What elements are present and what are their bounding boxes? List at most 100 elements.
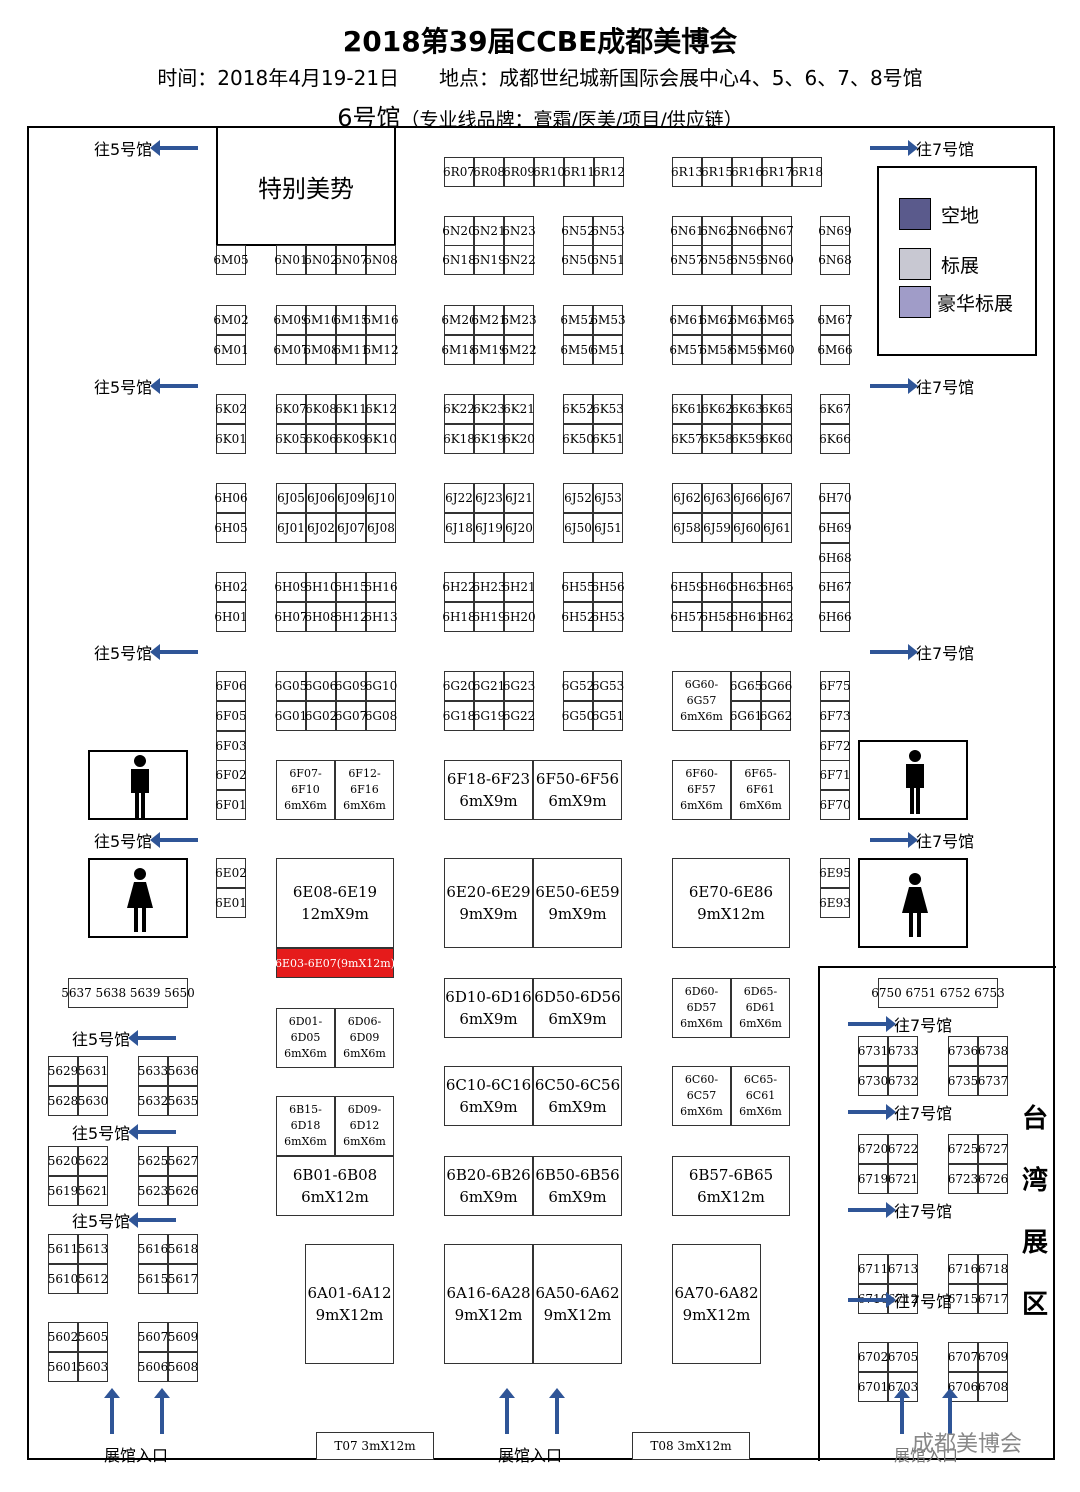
booth[interactable]: 6K19: [473, 424, 505, 454]
booth[interactable]: 6M18: [441, 335, 477, 365]
restroom-women[interactable]: [858, 858, 968, 948]
booth[interactable]: 6M02: [213, 305, 249, 335]
booth[interactable]: 6N23: [502, 216, 536, 246]
booth[interactable]: 6H59: [670, 572, 704, 602]
booth[interactable]: 6G62: [760, 701, 792, 731]
restroom-women[interactable]: [88, 858, 188, 938]
booth[interactable]: 6K10: [365, 424, 397, 454]
booth[interactable]: 6M05: [213, 245, 249, 275]
booth[interactable]: 6G19: [473, 701, 505, 731]
booth-large[interactable]: 6A70-6A82 9mX12m: [672, 1244, 761, 1364]
booth[interactable]: 6G08: [365, 701, 397, 731]
booth[interactable]: 6M61: [669, 305, 705, 335]
booth[interactable]: 6J09: [336, 483, 366, 513]
booth[interactable]: 6N66: [730, 216, 764, 246]
booth[interactable]: 6N52: [561, 216, 595, 246]
booth[interactable]: 6720: [858, 1134, 888, 1164]
booth[interactable]: 6N51: [591, 245, 625, 275]
booth-medium[interactable]: 6F12- 6F16 6mX6m: [335, 760, 394, 820]
booth[interactable]: 6702: [858, 1342, 888, 1372]
booth[interactable]: 6711: [858, 1254, 888, 1284]
booth[interactable]: 6J10: [366, 483, 396, 513]
booth-medium[interactable]: 6D60- 6D57 6mX6m: [672, 978, 731, 1038]
booth[interactable]: 6N60: [760, 245, 794, 275]
nav-to-hall5[interactable]: 往5号馆: [94, 374, 199, 398]
booth-large[interactable]: 6D50-6D56 6mX9m: [533, 978, 622, 1038]
booth[interactable]: 6701: [858, 1372, 888, 1402]
booth[interactable]: 6F02: [215, 760, 247, 790]
booth[interactable]: 6733: [888, 1036, 918, 1066]
booth[interactable]: 6M23: [501, 305, 537, 335]
booth[interactable]: 6N01: [274, 245, 308, 275]
booth[interactable]: 6H68: [818, 543, 852, 573]
booth[interactable]: 6H01: [214, 602, 248, 632]
booth[interactable]: 6H06: [214, 483, 248, 513]
booth[interactable]: 6H13: [364, 602, 398, 632]
booth[interactable]: 5603: [78, 1352, 108, 1382]
booth[interactable]: 6H19: [472, 602, 506, 632]
booth[interactable]: 6735: [948, 1066, 978, 1096]
booth[interactable]: 6H66: [818, 602, 852, 632]
booth[interactable]: 6M01: [213, 335, 249, 365]
booth[interactable]: 6726: [978, 1164, 1008, 1194]
booth-large[interactable]: 6F50-6F56 6mX9m: [533, 760, 622, 820]
booth-large[interactable]: 6E08-6E19 12mX9m: [276, 858, 394, 948]
booth[interactable]: 6K18: [443, 424, 475, 454]
booth[interactable]: 5618: [168, 1234, 198, 1264]
booth[interactable]: 6K09: [335, 424, 367, 454]
nav-to-hall7[interactable]: 往7号馆: [848, 1012, 952, 1036]
booth[interactable]: 6K67: [819, 394, 851, 424]
booth[interactable]: 6M59: [729, 335, 765, 365]
booth[interactable]: 6M53: [590, 305, 626, 335]
booth[interactable]: 6731: [858, 1036, 888, 1066]
booth[interactable]: 6H20: [502, 602, 536, 632]
booth[interactable]: 6M58: [699, 335, 735, 365]
booth[interactable]: 6K11: [335, 394, 367, 424]
booth[interactable]: 6727: [978, 1134, 1008, 1164]
booth[interactable]: 6J20: [504, 513, 534, 543]
booth[interactable]: 6J58: [672, 513, 702, 543]
booth[interactable]: 5627: [168, 1146, 198, 1176]
booth-medium[interactable]: 6F07- 6F10 6mX6m: [276, 760, 335, 820]
booth[interactable]: 6G65: [730, 671, 762, 701]
booth[interactable]: 6H63: [730, 572, 764, 602]
booth[interactable]: 6R09: [503, 157, 535, 187]
booth[interactable]: 6M62: [699, 305, 735, 335]
booth[interactable]: 6K63: [731, 394, 763, 424]
booth[interactable]: 6K51: [592, 424, 624, 454]
booth[interactable]: 6N69: [818, 216, 852, 246]
booth[interactable]: 6730: [858, 1066, 888, 1096]
nav-to-hall7[interactable]: 往7号馆: [870, 136, 974, 160]
booth-medium[interactable]: 6D01- 6D05 6mX6m: [276, 1008, 335, 1068]
booth[interactable]: 6709: [978, 1342, 1008, 1372]
booth[interactable]: 6K21: [503, 394, 535, 424]
booth[interactable]: 6F71: [819, 760, 851, 790]
booth[interactable]: 6J59: [702, 513, 732, 543]
booth[interactable]: 6J66: [732, 483, 762, 513]
booth[interactable]: 6K65: [761, 394, 793, 424]
booth[interactable]: 6R13: [671, 157, 703, 187]
booth[interactable]: 5613: [78, 1234, 108, 1264]
nav-to-hall5[interactable]: 往5号馆: [72, 1208, 177, 1232]
booth[interactable]: 6719: [858, 1164, 888, 1194]
booth[interactable]: 6M19: [471, 335, 507, 365]
booth[interactable]: 6K52: [562, 394, 594, 424]
booth[interactable]: 6R07: [443, 157, 475, 187]
nav-to-hall5[interactable]: 往5号馆: [72, 1026, 177, 1050]
booth-medium[interactable]: 6F60- 6F57 6mX6m: [672, 760, 731, 820]
booth[interactable]: 6K62: [701, 394, 733, 424]
booth[interactable]: 6H21: [502, 572, 536, 602]
booth[interactable]: 6J63: [702, 483, 732, 513]
booth[interactable]: 6M63: [729, 305, 765, 335]
booth[interactable]: 6G02: [305, 701, 337, 731]
booth[interactable]: 6F01: [215, 790, 247, 820]
booth[interactable]: 6723: [948, 1164, 978, 1194]
booth[interactable]: 6G01: [275, 701, 307, 731]
booth[interactable]: 6736: [948, 1036, 978, 1066]
booth[interactable]: 5629: [48, 1056, 78, 1086]
booth[interactable]: 6J08: [366, 513, 396, 543]
booth[interactable]: 6E93: [819, 888, 851, 918]
booth-medium[interactable]: 6C60- 6C57 6mX6m: [672, 1066, 731, 1126]
booth[interactable]: 6J62: [672, 483, 702, 513]
booth[interactable]: 6717: [978, 1284, 1008, 1314]
